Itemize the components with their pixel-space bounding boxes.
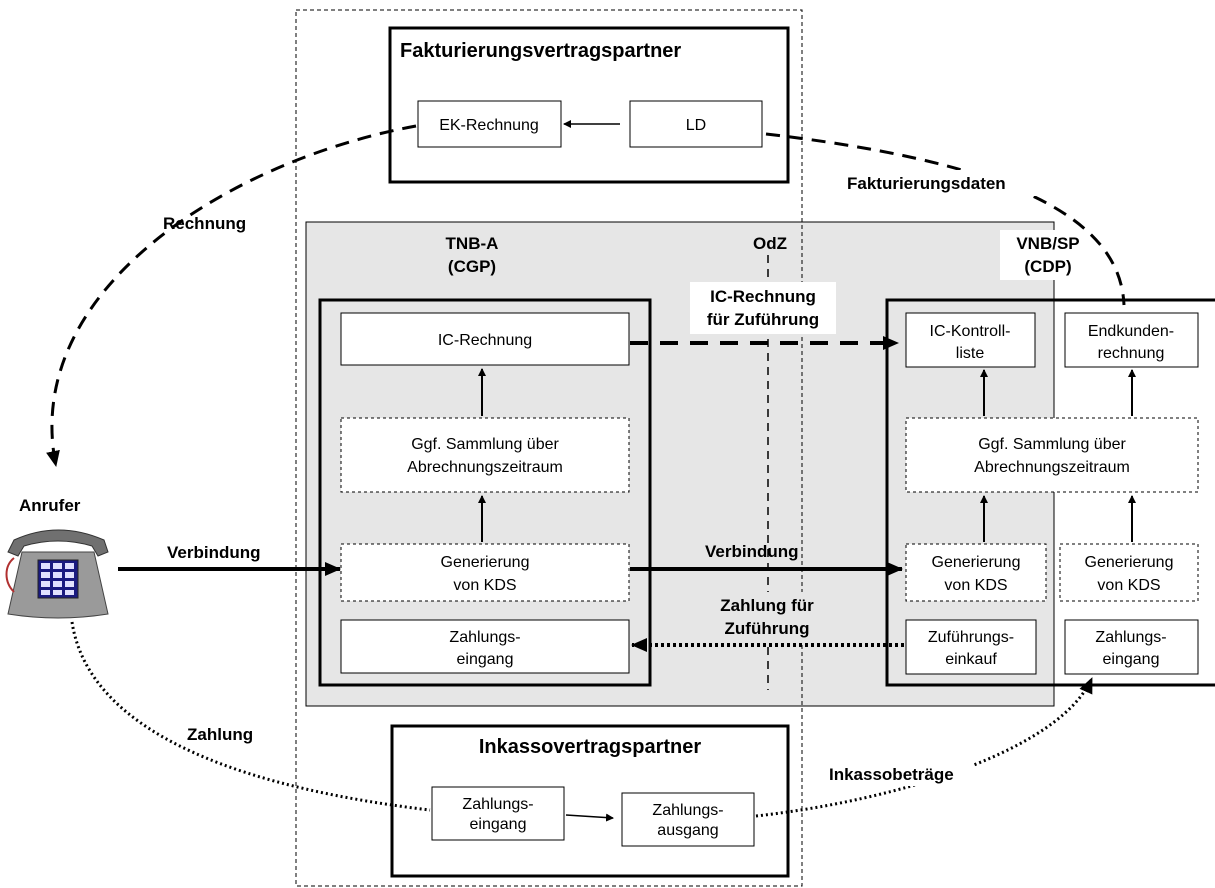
tnb-payment-in-box — [340, 619, 630, 674]
zahlung-fuer-label-line2: Zuführung — [725, 619, 810, 638]
rechnung-flow-label: Rechnung — [163, 214, 246, 233]
odz-title: OdZ — [753, 234, 787, 253]
ek-invoice-label: EK-Rechnung — [439, 117, 539, 134]
caller-label: Anrufer — [19, 496, 81, 515]
tnb-generation-line2: von KDS — [453, 577, 516, 594]
vnb-purchase-line1: Zuführungs- — [928, 629, 1014, 646]
billing-partner-title: Fakturierungsvertragspartner — [400, 40, 681, 62]
vnb-ic-control-box — [905, 312, 1036, 368]
zahlung-fuer-label-line1: Zahlung für — [720, 596, 814, 615]
vnb-generation-a-box — [905, 543, 1047, 602]
inkassobetraege-flow-label: Inkassobeträge — [829, 765, 954, 784]
telephone-icon — [5, 529, 109, 619]
vnb-generation-b-box — [1059, 543, 1199, 602]
fakturierungsdaten-label-background — [842, 170, 1052, 196]
dashed-column-boundary — [295, 9, 803, 887]
collection-partner-title: Inkassovertragspartner — [479, 736, 702, 758]
vnb-purchase-box — [905, 619, 1037, 675]
tnb-title-line1: TNB-A — [446, 234, 499, 253]
ic-rechnung-label-background — [690, 282, 836, 334]
zahlung-fuer-label-background — [702, 592, 832, 642]
zahlung-flow-label: Zahlung — [187, 725, 253, 744]
collection-payment-in-box — [431, 786, 565, 841]
vnb-title-background — [1000, 230, 1100, 280]
vnb-collection-line2: Abrechnungszeitraum — [974, 459, 1130, 476]
rechnung-flow-line — [46, 124, 417, 467]
fakturierungsdaten-flow-label: Fakturierungsdaten — [847, 174, 1006, 193]
ic-rechnung-label-line2: für Zuführung — [707, 310, 819, 329]
vnb-title-line1: VNB/SP — [1016, 234, 1079, 253]
vnb-generation-a-line2: von KDS — [944, 577, 1007, 594]
tnb-generation-box — [340, 543, 630, 602]
tnb-title-line2: (CGP) — [448, 257, 496, 276]
zahlung-flow-line — [70, 621, 431, 812]
tnb-payment-in-line1: Zahlungs- — [449, 629, 520, 646]
vnb-collection-line1: Ggf. Sammlung über — [978, 436, 1126, 453]
tnb-collection-line2: Abrechnungszeitraum — [407, 459, 563, 476]
collection-payment-out-box — [621, 792, 755, 847]
vnb-ic-control-line1: IC-Kontroll- — [930, 323, 1011, 340]
vnb-purchase-line2: einkauf — [945, 651, 997, 668]
vnb-ic-control-line2: liste — [956, 345, 985, 362]
vnb-generation-b-line1: Generierung — [1085, 554, 1174, 571]
ek-invoice-box — [417, 100, 562, 148]
tnb-collection-line1: Ggf. Sammlung über — [411, 436, 559, 453]
collection-internal-arrow — [565, 813, 614, 822]
ld-box — [629, 100, 763, 148]
verbindung-mid-flow-label: Verbindung — [705, 542, 799, 561]
inkassobetraege-label-background — [826, 762, 974, 786]
tnb-collection-box — [340, 417, 630, 493]
vnb-end-invoice-box — [1064, 312, 1199, 368]
tnb-ic-invoice-label: IC-Rechnung — [438, 332, 532, 349]
vnb-end-invoice-line1: Endkunden- — [1088, 323, 1174, 340]
ld-label: LD — [686, 117, 706, 134]
collection-payment-out-line1: Zahlungs- — [652, 802, 723, 819]
tnb-payment-in-line2: eingang — [457, 651, 514, 668]
tnb-ic-invoice-box — [340, 312, 630, 366]
vnb-payment-in-box — [1064, 619, 1199, 675]
collection-payment-in-line1: Zahlungs- — [462, 796, 533, 813]
vnb-payment-in-line2: eingang — [1103, 651, 1160, 668]
ic-rechnung-label-line1: IC-Rechnung — [710, 287, 816, 306]
vnb-end-invoice-line2: rechnung — [1098, 345, 1165, 362]
vnb-generation-a-line1: Generierung — [932, 554, 1021, 571]
tnb-generation-line1: Generierung — [441, 554, 530, 571]
vnb-payment-in-line1: Zahlungs- — [1095, 629, 1166, 646]
collection-payment-in-line2: eingang — [470, 816, 527, 833]
collection-payment-out-line2: ausgang — [657, 822, 718, 839]
vnb-generation-b-line2: von KDS — [1097, 577, 1160, 594]
vnb-collection-box — [905, 417, 1199, 493]
vnb-title-line2: (CDP) — [1024, 257, 1071, 276]
verbindung-caller-flow-label: Verbindung — [167, 543, 261, 562]
vnb-box — [885, 298, 1215, 687]
